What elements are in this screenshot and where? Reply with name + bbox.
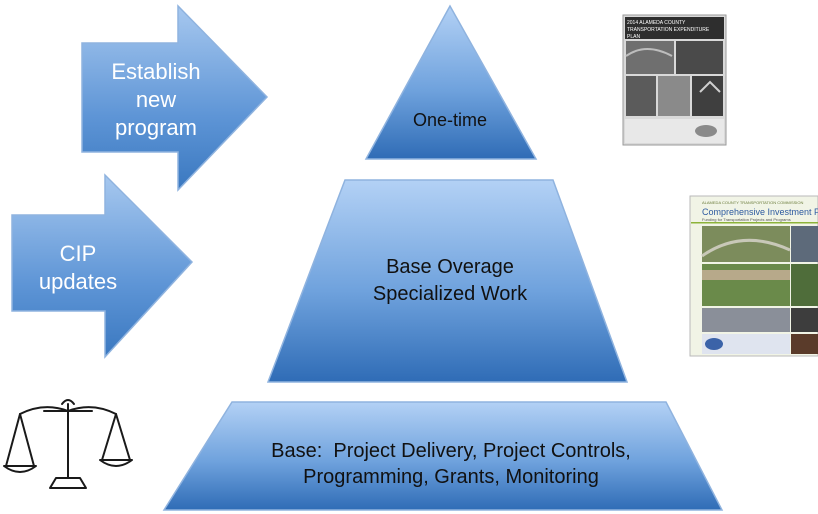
establish-label-line-1: Establish: [111, 59, 201, 84]
investment-plan-cover: [689, 195, 818, 357]
pyramid-middle-label: Base Overage Specialized Work: [330, 254, 570, 308]
expenditure-plan-title: 2014 ALAMEDA COUNTY TRANSPORTATION EXPEN…: [627, 20, 723, 38]
investment-plan-kicker: ALAMEDA COUNTY TRANSPORTATION COMMISSION: [702, 200, 804, 205]
investment-plan-logo-icon: [705, 338, 723, 350]
investment-plan-subtitle: Funding for Transportation Projects and …: [702, 217, 791, 222]
middle-label-line-1: Base Overage: [386, 256, 514, 278]
cip-updates-label: CIP updates: [16, 240, 140, 296]
base-label-line-2: Programming, Grants, Monitoring: [303, 466, 599, 488]
expenditure-title-line-1: 2014 ALAMEDA COUNTY: [627, 20, 686, 26]
pyramid-top-tier: [364, 4, 538, 160]
expenditure-plan-seal-icon: [695, 125, 717, 137]
pyramid-top-label: One-time: [412, 110, 488, 130]
pyramid-middle-tier: [266, 179, 629, 383]
establish-label-line-2: new: [135, 87, 177, 112]
expenditure-title-line-2: TRANSPORTATION EXPENDITURE PLAN: [627, 27, 710, 38]
investment-plan-title: Comprehensive Investment Pla: [702, 207, 818, 217]
pyramid-base-label: Base: Project Delivery, Project Controls…: [208, 438, 694, 490]
cip-label-line-1: CIP: [59, 241, 97, 266]
scales-icon: [3, 399, 133, 489]
cip-updates-arrow: [11, 173, 194, 359]
expenditure-plan-cover: [622, 14, 727, 146]
middle-label-line-2: Specialized Work: [372, 283, 528, 305]
establish-label-line-3: program: [115, 115, 197, 140]
establish-program-arrow: [81, 4, 269, 192]
base-label-line-1: Base: Project Delivery, Project Controls…: [271, 440, 631, 462]
cip-label-line-2: updates: [38, 269, 118, 294]
pyramid-base-tier: [162, 401, 724, 511]
establish-program-label: Establish new program: [86, 58, 226, 142]
